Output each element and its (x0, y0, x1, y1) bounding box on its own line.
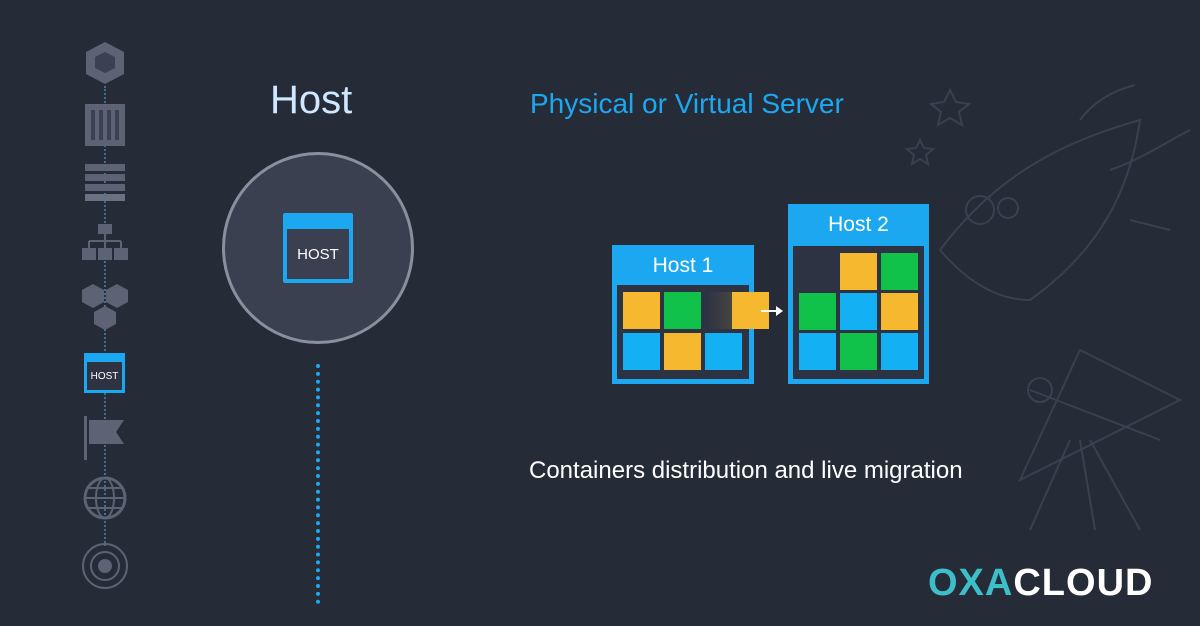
container-block (799, 333, 836, 370)
container-block (799, 293, 836, 330)
arrow-right-icon (761, 306, 783, 316)
layers-icon (85, 164, 125, 201)
host-rail-icon: HOST (84, 353, 125, 393)
brand-logo: OXACLOUD (928, 562, 1153, 605)
timeline-line (316, 364, 320, 604)
section-title: Host (270, 78, 353, 122)
container-block (840, 253, 877, 290)
globe-icon (83, 476, 127, 520)
host-server-label: HOST (287, 229, 349, 279)
hierarchy-icon (82, 224, 128, 260)
orbit-icon (82, 543, 128, 589)
host1-container-area (617, 285, 749, 379)
flag-icon (84, 416, 124, 460)
container-block (881, 333, 918, 370)
host1-card: Host 1 (612, 245, 754, 384)
host2-card: Host 2 (788, 204, 929, 384)
host1-title: Host 1 (652, 254, 714, 277)
subtitle: Physical or Virtual Server (530, 88, 844, 119)
container-block (840, 293, 877, 330)
container-block (881, 293, 918, 330)
container-block (881, 253, 918, 290)
container-block (623, 333, 660, 370)
host-server-icon: HOST (283, 213, 353, 283)
container-icon (85, 104, 125, 146)
host-rail-label: HOST (87, 362, 122, 390)
background-sketch (904, 84, 1191, 531)
hexagons-icon (82, 284, 128, 330)
container-block (705, 333, 742, 370)
logo-part-oxa: OXA (928, 562, 1014, 604)
migration-trail (708, 292, 734, 329)
host2-title: Host 2 (828, 213, 889, 236)
cube-icon (86, 42, 124, 84)
container-block (840, 333, 877, 370)
container-block (664, 333, 701, 370)
container-block (664, 292, 701, 329)
diagram-caption: Containers distribution and live migrati… (529, 457, 963, 484)
host2-container-area (793, 246, 924, 379)
container-block (623, 292, 660, 329)
logo-part-cloud: CLOUD (1013, 562, 1154, 604)
